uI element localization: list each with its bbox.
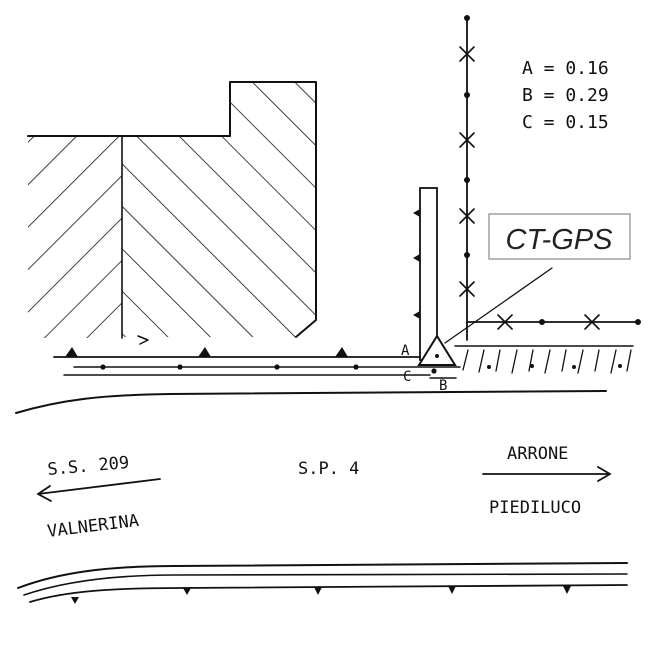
road-labels: S.S. 209 VALNERINA S.P. 4 ARRONE PIEDILU…	[37, 444, 611, 542]
road-label-ss209: S.S. 209	[47, 453, 130, 480]
arrow-valnerina	[37, 478, 161, 502]
measurement-c: C = 0.15	[522, 112, 609, 133]
embankment-hatch	[454, 345, 634, 374]
station-label-box: CT-GPS	[488, 213, 631, 260]
leader-line	[444, 267, 553, 344]
station-name: CT-GPS	[506, 224, 614, 256]
road-sp4-upper	[15, 347, 607, 414]
building-block	[27, 81, 317, 345]
measurement-b: B = 0.29	[522, 85, 609, 106]
measurement-a: A = 0.16	[522, 58, 609, 79]
road-label-piediluco: PIEDILUCO	[489, 498, 581, 518]
fence-vertical	[459, 15, 475, 341]
road-sp4-lower	[17, 562, 628, 604]
arrow-piediluco	[482, 466, 611, 482]
road-label-arrone: ARRONE	[507, 444, 568, 464]
measurements-list: A = 0.16 B = 0.29 C = 0.15	[522, 58, 609, 133]
point-label-a: A	[401, 343, 410, 359]
point-label-c: C	[403, 369, 411, 385]
fence-horizontal	[466, 314, 641, 330]
point-label-b: B	[439, 378, 447, 394]
vertical-wall	[413, 187, 438, 361]
road-label-valnerina: VALNERINA	[46, 511, 140, 542]
road-label-sp4: S.P. 4	[298, 459, 359, 479]
gps-station-marker	[417, 334, 457, 366]
